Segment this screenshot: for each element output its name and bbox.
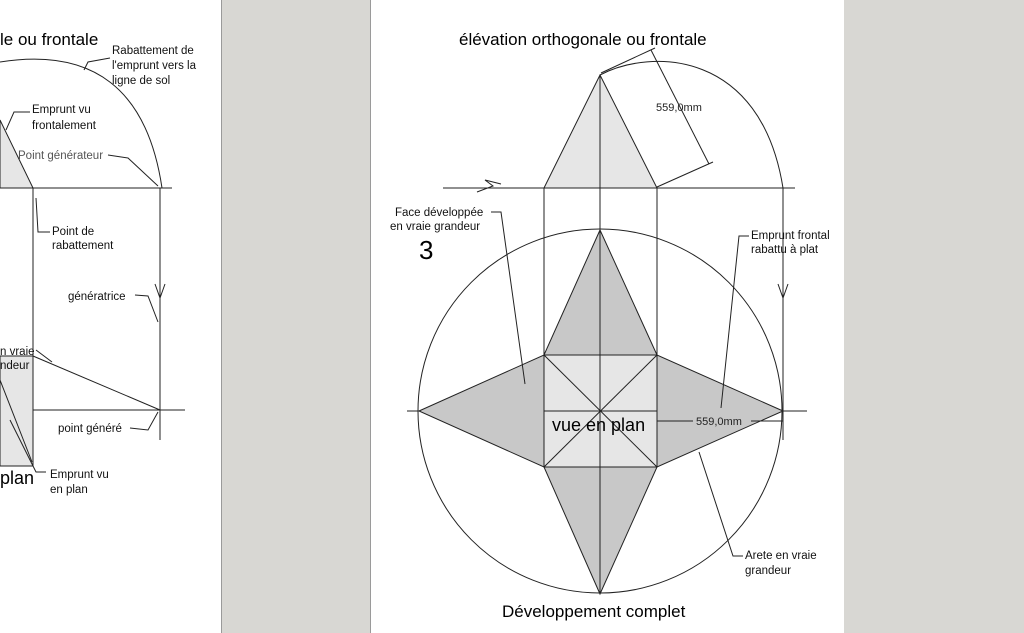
- vue-en-plan-label: vue en plan: [552, 415, 645, 435]
- label-emprunt-frontal-1: Emprunt frontal: [751, 230, 830, 242]
- label-emprunt-frontal-2: rabattu à plat: [751, 244, 819, 256]
- label-emprunt-plan-2: en plan: [50, 484, 88, 496]
- leader-plan: [9, 419, 46, 473]
- left-drawing: le ou frontale Rabattement de l'emprunt …: [0, 30, 197, 496]
- label-plan-fragment: plan: [0, 468, 34, 488]
- label-vraie-2: ndeur: [0, 360, 30, 372]
- gap-right: [844, 0, 1024, 633]
- leader-rabattement: [83, 57, 111, 71]
- leader-face: [491, 211, 526, 385]
- plan-diagonal: [0, 379, 33, 463]
- left-title: le ou frontale: [0, 30, 98, 49]
- label-point-generateur: Point générateur: [18, 150, 103, 162]
- footer-title: Développement complet: [502, 602, 686, 621]
- label-vraie-1: n vraie: [0, 346, 35, 358]
- leader-genere: [129, 411, 159, 431]
- rabattement-arrow: [777, 283, 789, 300]
- face-left: [417, 354, 545, 468]
- right-drawing: élévation orthogonale ou frontale 559,0m…: [390, 30, 830, 621]
- leader-arete: [698, 451, 743, 557]
- label-face-1: Face développée: [395, 207, 483, 219]
- label-rabattement-3: ligne de sol: [112, 75, 170, 87]
- dim-line-top: [650, 49, 710, 165]
- label-emprunt-plan-1: Emprunt vu: [50, 469, 109, 481]
- right-drawing-sheet: élévation orthogonale ou frontale 559,0m…: [370, 0, 845, 633]
- face-number: 3: [419, 235, 433, 265]
- leader-emprunt: [5, 111, 30, 131]
- label-emprunt-1: Emprunt vu: [32, 104, 91, 116]
- plan-square: [0, 355, 34, 467]
- generatrice-arrow: [154, 283, 166, 300]
- dim-ext-1: [600, 47, 656, 74]
- left-drawing-sheet: le ou frontale Rabattement de l'emprunt …: [0, 0, 222, 633]
- rabattement-arc: [0, 58, 163, 189]
- leader-emprunt-frontal: [720, 235, 749, 409]
- rabattement-arc-right: [599, 61, 784, 189]
- label-emprunt-2: frontalement: [32, 120, 97, 132]
- dim-ext-2: [656, 161, 714, 188]
- label-face-2: en vraie grandeur: [390, 221, 480, 233]
- right-title: élévation orthogonale ou frontale: [459, 30, 707, 49]
- leader-vraie: [35, 349, 53, 363]
- label-point-genere: point généré: [58, 423, 122, 435]
- dim-plan-label: 559,0mm: [696, 416, 742, 428]
- face-right: [656, 354, 785, 468]
- label-point-rabattement-2: rabattement: [52, 240, 114, 252]
- leader-rabattement-point: [35, 197, 50, 233]
- label-rabattement-1: Rabattement de: [112, 45, 194, 57]
- emprunt-triangle: [0, 119, 34, 189]
- gap-left: [222, 0, 369, 633]
- break-mark: [476, 179, 502, 193]
- label-rabattement-2: l'emprunt vers la: [112, 60, 197, 72]
- generated-edge: [32, 355, 161, 411]
- dim-top-label: 559,0mm: [656, 102, 702, 114]
- label-generatrice: génératrice: [68, 291, 126, 303]
- leader-generateur: [107, 154, 159, 187]
- leader-generatrice: [134, 294, 159, 323]
- label-arete-2: grandeur: [745, 565, 791, 577]
- label-point-rabattement-1: Point de: [52, 226, 94, 238]
- label-arete-1: Arete en vraie: [745, 550, 817, 562]
